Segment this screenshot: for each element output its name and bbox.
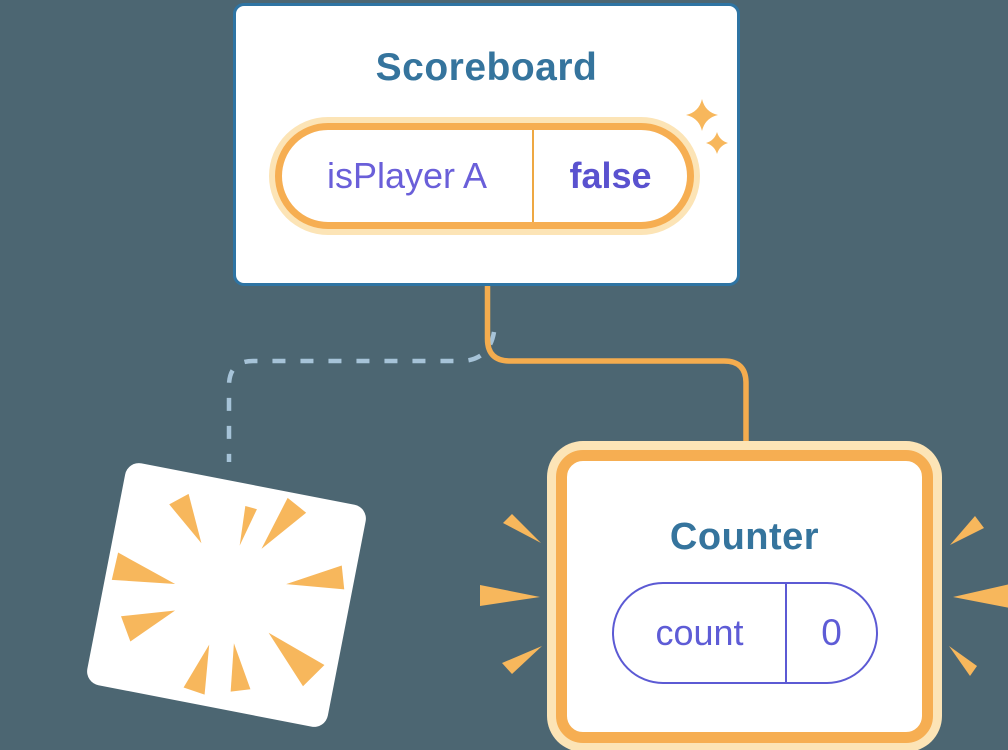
orange-connector-line (484, 282, 749, 458)
state-value-label: false (569, 155, 652, 196)
poof-burst-icon (111, 493, 345, 695)
state-key-label: isPlayer A (282, 130, 534, 222)
counter-title: Counter (669, 516, 820, 558)
emphasis-marks-left-icon (480, 514, 542, 674)
scoreboard-title: Scoreboard (375, 46, 598, 89)
scoreboard-state-pill: isPlayer A false (275, 123, 694, 229)
counter-state-pill: count 0 (612, 582, 878, 684)
emphasis-marks-right-icon (949, 516, 1008, 676)
scoreboard-component-box: Scoreboard isPlayer A false (233, 3, 740, 286)
destroyed-component-card (84, 460, 369, 730)
counter-component-box: Counter count 0 (556, 450, 933, 743)
dashed-connector-line (226, 331, 497, 462)
state-key-label: count (614, 584, 787, 682)
state-value-label: 0 (821, 612, 842, 653)
